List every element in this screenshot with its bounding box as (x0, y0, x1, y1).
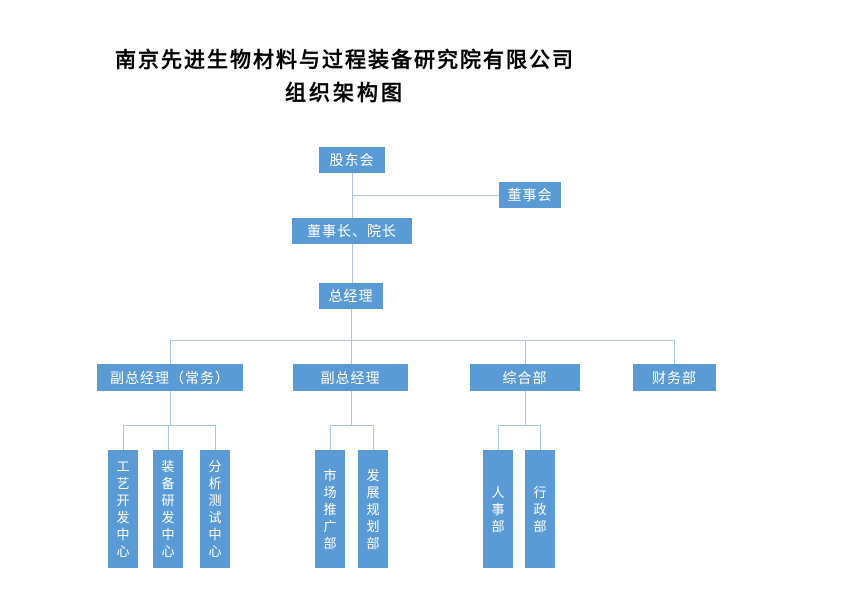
connector-line (525, 340, 526, 364)
connector-line (498, 425, 541, 426)
node-general-manager: 总经理 (319, 283, 383, 309)
connector-line (351, 309, 352, 340)
node-general-affairs-dept: 综合部 (470, 364, 580, 391)
connector-line (330, 425, 374, 426)
node-process-dev-center: 工艺开发中心 (108, 450, 138, 568)
node-board-of-directors: 董事会 (499, 182, 561, 208)
node-finance-dept: 财务部 (633, 364, 716, 391)
node-analysis-testing-center: 分析测试中心 (200, 450, 230, 568)
connector-line (170, 391, 171, 425)
connector-line (498, 425, 499, 450)
connector-line (525, 391, 526, 425)
node-deputy-gm: 副总经理 (293, 364, 408, 391)
connector-line (170, 340, 171, 364)
connector-line (352, 244, 353, 283)
connector-line (123, 425, 216, 426)
node-chairman-dean: 董事长、院长 (292, 218, 412, 244)
node-equipment-rd-center: 装备研发中心 (153, 450, 183, 568)
node-marketing-dept: 市场推广部 (315, 450, 345, 568)
node-hr-dept: 人事部 (483, 450, 513, 568)
connector-line (215, 425, 216, 450)
company-name: 南京先进生物材料与过程装备研究院有限公司 (115, 48, 575, 72)
connector-line (351, 340, 352, 364)
chart-subtitle: 组织架构图 (285, 81, 405, 105)
connector-line (330, 425, 331, 450)
connector-line (540, 425, 541, 450)
connector-line (170, 340, 675, 341)
connector-line (352, 195, 499, 196)
node-shareholders-meeting: 股东会 (319, 147, 385, 173)
node-development-planning-dept: 发展规划部 (358, 450, 388, 568)
connector-line (674, 340, 675, 364)
connector-line (123, 425, 124, 450)
connector-line (168, 425, 169, 450)
node-deputy-gm-executive: 副总经理（常务） (97, 364, 243, 391)
chart-title: 南京先进生物材料与过程装备研究院有限公司 组织架构图 (0, 44, 690, 110)
connector-line (373, 425, 374, 450)
node-admin-dept: 行政部 (525, 450, 555, 568)
connector-line (351, 391, 352, 425)
